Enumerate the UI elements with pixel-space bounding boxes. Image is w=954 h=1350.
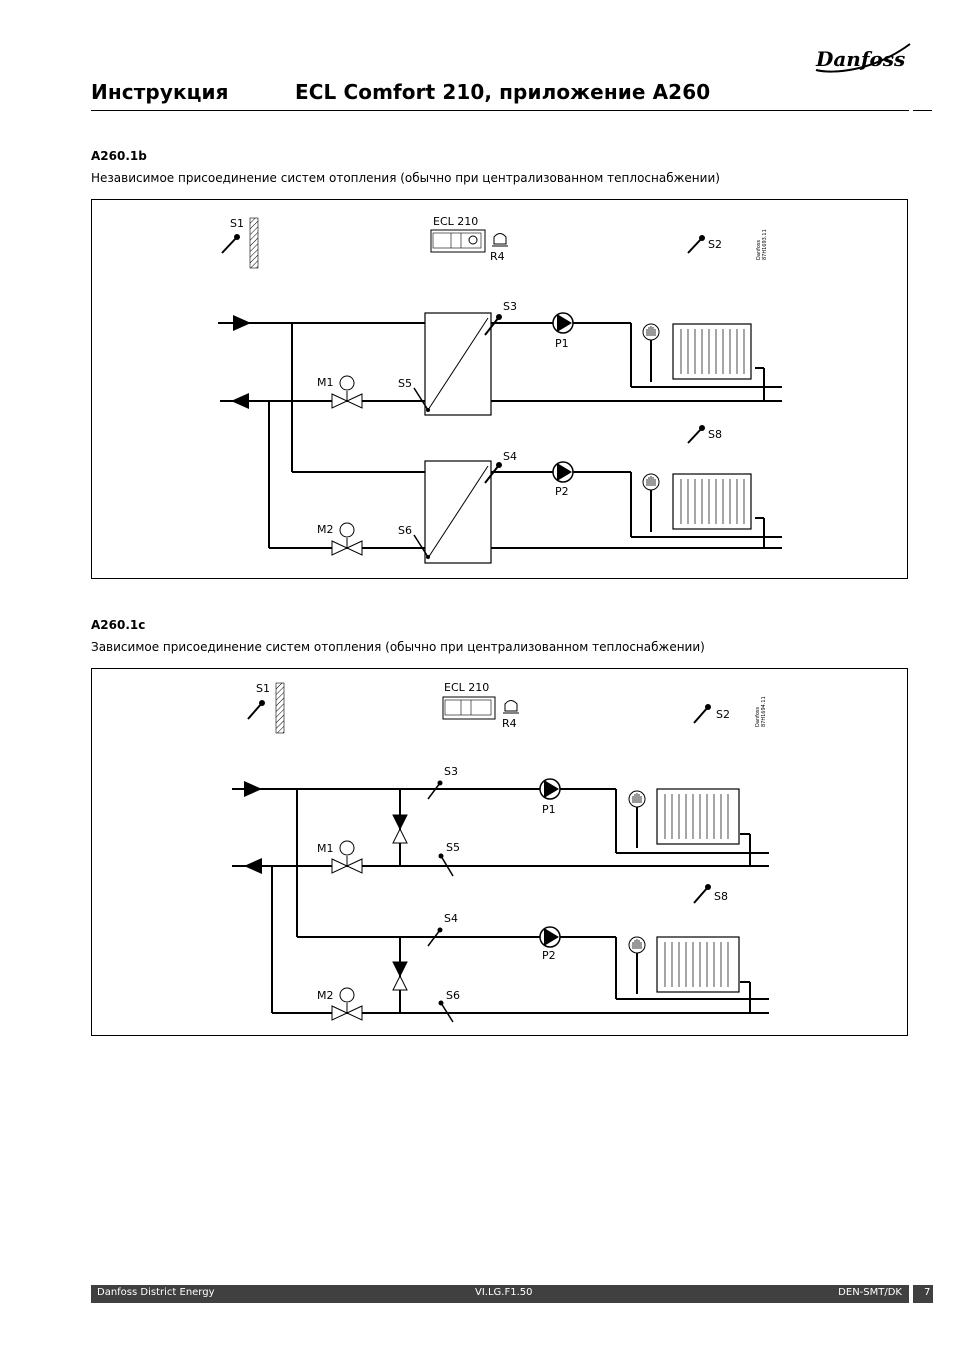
header-rule — [91, 110, 909, 111]
sensor-s6: S6 — [398, 524, 430, 559]
valve-m2: M2 — [317, 987, 363, 1021]
svg-text:Danfoss: Danfoss — [755, 706, 761, 727]
label-s8: S8 — [708, 428, 722, 441]
footer-division: DEN-SMT/DK — [838, 1287, 902, 1298]
return-arrow — [244, 858, 262, 874]
heat-exchanger-1 — [424, 312, 492, 416]
label-s1: S1 — [256, 682, 270, 695]
sensor-s6: S6 — [438, 989, 460, 1023]
sensor-s8: S8 — [693, 884, 728, 904]
diagram-independent: S1 ECL 210 R4 S2 Danfoss 87H1693.11 — [91, 199, 908, 579]
label-ecl: ECL 210 — [444, 681, 489, 694]
drawing-code: Danfoss 87H1693.11 — [756, 229, 768, 260]
label-s8: S8 — [714, 890, 728, 903]
sensor-s2: S2 — [693, 704, 730, 724]
section-description: Зависимое присоединение систем отопления… — [91, 640, 705, 654]
valve-m1: M1 — [317, 375, 363, 409]
check-valve-2 — [392, 961, 408, 991]
valve-m2: M2 — [317, 522, 363, 556]
section-id: A260.1b — [91, 149, 147, 163]
label-m1: M1 — [317, 376, 334, 389]
label-s4: S4 — [444, 912, 458, 925]
svg-text:87H1693.11: 87H1693.11 — [762, 229, 768, 260]
secondary-piping-2 — [491, 471, 782, 549]
supply-arrow — [233, 315, 251, 331]
label-m1: M1 — [317, 842, 334, 855]
label-r4: R4 — [502, 717, 517, 730]
header-rule-tick — [913, 110, 932, 111]
label-s2: S2 — [716, 708, 730, 721]
header-doc-title: ECL Comfort 210, приложение A260 — [295, 80, 711, 104]
label-p1: P1 — [555, 337, 569, 350]
svg-text:Danfoss: Danfoss — [815, 47, 905, 71]
pump-p1: P1 — [552, 312, 574, 350]
radiator-1 — [628, 788, 740, 845]
secondary-piping-1 — [491, 322, 782, 402]
diagram-dependent: S1 ECL 210 R4 S2 Danfoss 87H1694.11 — [91, 668, 908, 1036]
heat-exchanger-2 — [424, 460, 492, 564]
label-m2: M2 — [317, 523, 334, 536]
sensor-s4: S4 — [484, 450, 517, 484]
pump-p2: P2 — [539, 926, 561, 962]
ecl-controller: ECL 210 — [430, 215, 486, 253]
section-description: Независимое присоединение систем отоплен… — [91, 171, 720, 185]
footer-bar: Danfoss District Energy VI.LG.F1.50 DEN-… — [91, 1285, 909, 1303]
diagram-svg: S1 ECL 210 R4 S2 Danfoss 87H1693.11 — [218, 215, 782, 564]
header-doc-type: Инструкция — [91, 80, 229, 104]
section-id: A260.1c — [91, 618, 146, 632]
label-p2: P2 — [542, 949, 556, 962]
radiator-2 — [628, 936, 740, 993]
label-s2: S2 — [708, 238, 722, 251]
primary-piping — [218, 322, 425, 549]
sensor-s2: S2 — [687, 235, 722, 254]
sensor-s3: S3 — [484, 300, 517, 336]
label-s3: S3 — [444, 765, 458, 778]
label-s5: S5 — [446, 841, 460, 854]
diagram-svg: S1 ECL 210 R4 S2 Danfoss 87H1694.11 — [232, 681, 769, 1023]
radiator-1 — [642, 323, 752, 380]
label-s1: S1 — [230, 217, 244, 230]
label-s5: S5 — [398, 377, 412, 390]
label-s4: S4 — [503, 450, 517, 463]
label-s3: S3 — [503, 300, 517, 313]
drawing-code: Danfoss 87H1694.11 — [755, 696, 767, 727]
sensor-s5: S5 — [398, 377, 430, 412]
radiator-2 — [642, 473, 752, 530]
label-m2: M2 — [317, 989, 334, 1002]
svg-text:Danfoss: Danfoss — [756, 239, 762, 260]
sensor-s8: S8 — [687, 425, 722, 444]
sensor-s1: S1 — [247, 682, 285, 734]
alarm-r4: R4 — [490, 233, 508, 263]
label-p2: P2 — [555, 485, 569, 498]
label-p1: P1 — [542, 803, 556, 816]
svg-text:87H1694.11: 87H1694.11 — [761, 696, 767, 727]
label-s6: S6 — [446, 989, 460, 1002]
alarm-r4: R4 — [502, 700, 519, 730]
label-r4: R4 — [490, 250, 505, 263]
footer-company: Danfoss District Energy — [97, 1287, 215, 1298]
check-valve-1 — [392, 814, 408, 844]
ecl-controller: ECL 210 — [442, 681, 496, 720]
return-arrow — [231, 393, 249, 409]
pump-p1: P1 — [539, 778, 561, 816]
page-number-box: 7 — [913, 1285, 933, 1303]
footer-doc-code: VI.LG.F1.50 — [475, 1287, 533, 1298]
valve-m1: M1 — [317, 840, 363, 874]
label-s6: S6 — [398, 524, 412, 537]
supply-arrow — [244, 781, 262, 797]
sensor-s3: S3 — [427, 765, 458, 800]
pump-p2: P2 — [552, 461, 574, 498]
sensor-s5: S5 — [438, 841, 460, 877]
page-number: 7 — [924, 1287, 931, 1298]
sensor-s4: S4 — [427, 912, 458, 947]
sensor-s1: S1 — [221, 217, 259, 269]
label-ecl: ECL 210 — [433, 215, 478, 228]
danfoss-logo: Danfoss — [815, 43, 911, 73]
